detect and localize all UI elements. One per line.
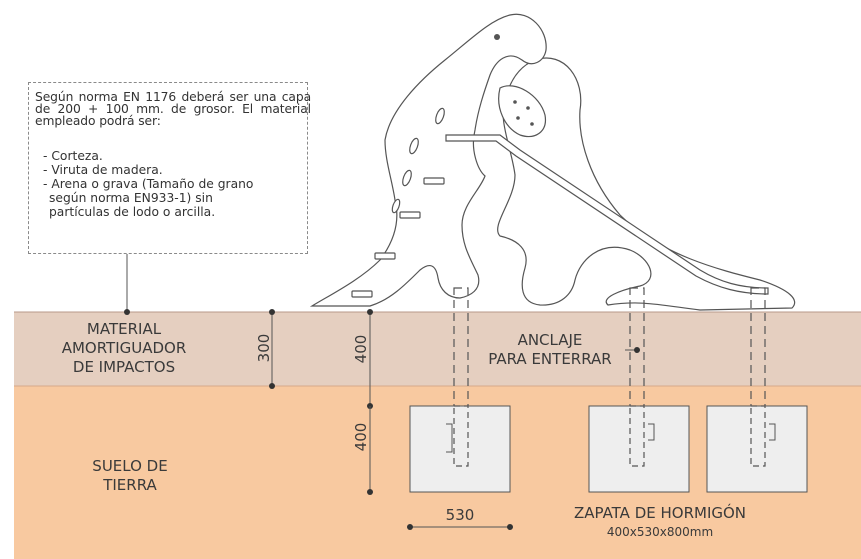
concrete-footing bbox=[409, 405, 511, 493]
footing-size: 400x530x800mm bbox=[606, 525, 714, 539]
concrete-footing bbox=[588, 405, 690, 493]
anchor-depth-dimension: 400 bbox=[352, 334, 370, 364]
impact-absorbing-layer bbox=[14, 312, 861, 386]
dinosaur-back-body bbox=[497, 57, 796, 311]
note-paragraph: Según norma EN 1176 deberá ser una capa … bbox=[35, 90, 311, 128]
footing-label: ZAPATA DE HORMIGÓN 400x530x800mm bbox=[540, 504, 780, 542]
note-item: - Corteza. bbox=[43, 149, 103, 163]
note-item: según norma EN933-1) sin bbox=[49, 191, 213, 205]
anchor-label: ANCLAJE PARA ENTERRAR bbox=[470, 331, 630, 369]
soil-label-line: SUELO DE bbox=[92, 457, 168, 475]
climbing-step bbox=[423, 177, 445, 185]
footing-width-dimension: 530 bbox=[445, 506, 475, 524]
soil-label: SUELO DE TIERRA bbox=[30, 457, 230, 495]
anchor-label-line: ANCLAJE bbox=[517, 331, 583, 349]
anchor-label-line: PARA ENTERRAR bbox=[488, 350, 612, 368]
dinosaur-slide bbox=[309, 13, 796, 311]
dinosaur-front-body bbox=[309, 13, 547, 307]
concrete-footings bbox=[409, 405, 808, 493]
concrete-footing bbox=[706, 405, 808, 493]
dinosaur-eye bbox=[494, 34, 500, 40]
note-item: partículas de lodo o arcilla. bbox=[49, 205, 216, 219]
material-label-line: AMORTIGUADOR bbox=[61, 339, 187, 357]
footing-height-dimension: 400 bbox=[352, 422, 370, 452]
note-item: - Arena o grava (Tamaño de grano bbox=[43, 177, 254, 191]
soil-label-line: TIERRA bbox=[103, 476, 157, 494]
note-item: - Viruta de madera. bbox=[43, 163, 163, 177]
surface-material-note: Según norma EN 1176 deberá ser una capa … bbox=[28, 82, 311, 254]
footing-title: ZAPATA DE HORMIGÓN bbox=[573, 504, 747, 522]
layer-thickness-dimension: 300 bbox=[255, 333, 273, 363]
material-label-line: DE IMPACTOS bbox=[72, 358, 176, 376]
slide-rail bbox=[445, 134, 769, 295]
note-list: - Corteza. - Viruta de madera. - Arena o… bbox=[43, 149, 305, 219]
material-label-line: MATERIAL bbox=[86, 320, 162, 338]
climbing-step bbox=[399, 211, 421, 219]
climbing-step bbox=[374, 252, 396, 260]
material-label: MATERIAL AMORTIGUADOR DE IMPACTOS bbox=[24, 320, 224, 377]
climbing-step bbox=[351, 290, 373, 298]
